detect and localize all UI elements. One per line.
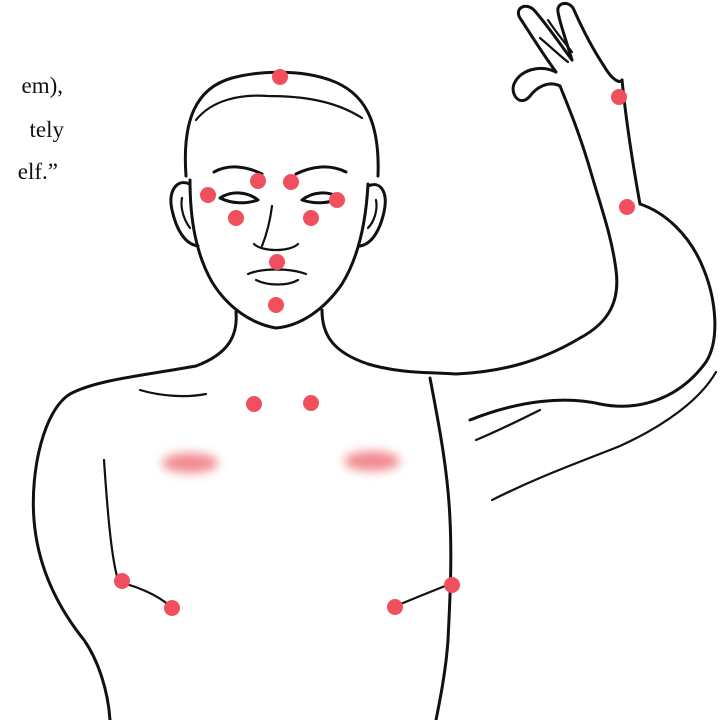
keypoint-right-clavicle [246,396,262,412]
keypoint-head-top [272,69,288,85]
keypoint-left-eye-outer [303,210,319,226]
keypoint-forearm [619,199,635,215]
keypoint-right-side [114,573,130,589]
keypoints [114,69,635,616]
keypoint-left-brow-inner [283,174,299,190]
keypoint-right-eye-outer [228,210,244,226]
body-outline [33,3,716,720]
keypoint-right-ear [200,187,216,203]
keypoint-left-lower-chest [387,599,403,615]
right-chest-highlight [344,451,400,471]
keypoint-right-lower-chest [164,600,180,616]
keypoint-nose [269,254,285,270]
keypoint-right-brow-inner [250,173,266,189]
keypoint-left-clavicle [303,395,319,411]
keypoint-left-ear [329,192,345,208]
keypoint-chin [268,297,284,313]
keypoint-left-side [444,577,460,593]
keypoint-wrist [611,89,627,105]
chest-highlights [162,451,400,473]
left-chest-highlight [162,453,218,473]
